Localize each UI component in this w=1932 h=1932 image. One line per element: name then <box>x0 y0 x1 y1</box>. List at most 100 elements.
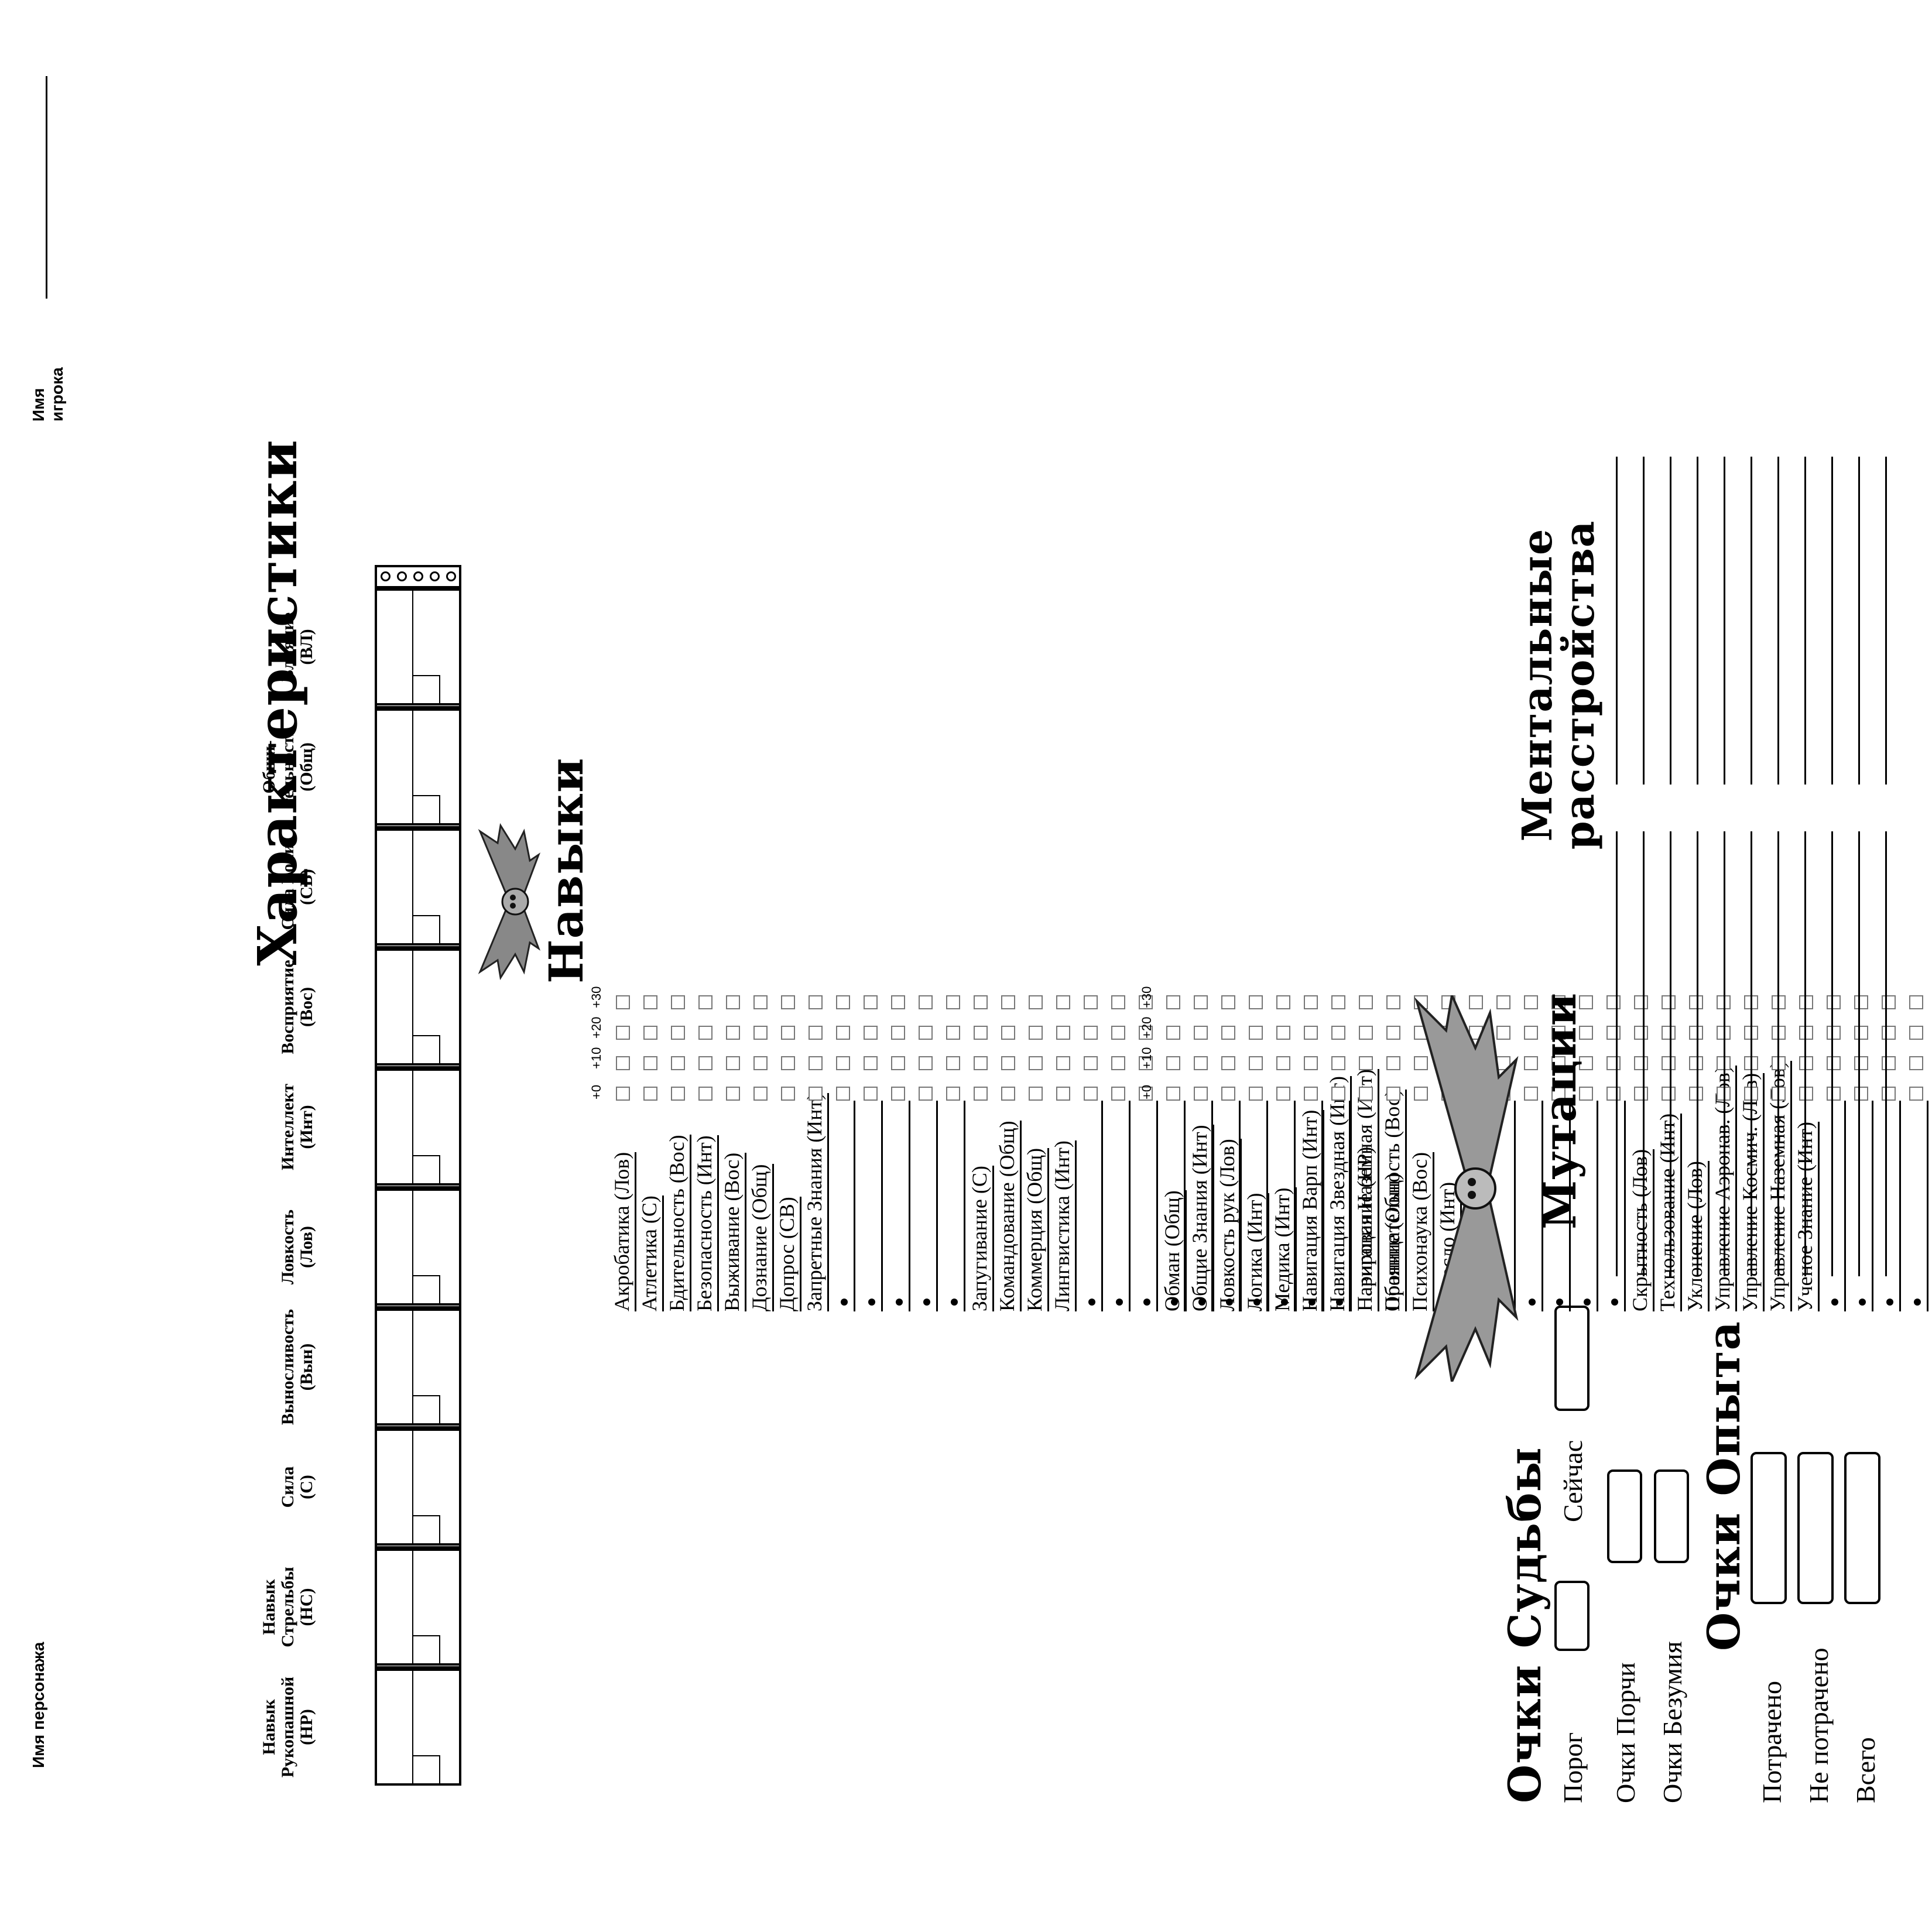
skill-advance-checkbox[interactable] <box>864 995 878 1009</box>
skill-advance-checkbox[interactable] <box>1386 1056 1400 1070</box>
skill-advance-checkbox[interactable] <box>864 1087 878 1101</box>
skill-advance-checkbox[interactable] <box>836 1087 850 1101</box>
skill-advance-checkbox[interactable] <box>1084 995 1098 1009</box>
skill-advance-checkbox[interactable] <box>1249 1087 1263 1101</box>
skill-advance-checkbox[interactable] <box>1221 1026 1235 1040</box>
skill-advance-checkbox[interactable] <box>1882 1056 1896 1070</box>
skill-advance-checkbox[interactable] <box>1799 1056 1813 1070</box>
mutation-line[interactable] <box>1831 831 1833 1276</box>
skill-advance-checkbox[interactable] <box>726 1026 740 1040</box>
characteristic-value-box[interactable] <box>375 1188 461 1306</box>
skill-advance-checkbox[interactable] <box>864 1026 878 1040</box>
skill-advance-checkbox[interactable] <box>616 1026 630 1040</box>
player-name-field[interactable] <box>46 76 47 299</box>
skill-advance-checkbox[interactable] <box>1001 995 1015 1009</box>
skill-advance-checkbox[interactable] <box>643 1026 657 1040</box>
skill-advance-checkbox[interactable] <box>919 1026 933 1040</box>
advance-circle[interactable] <box>380 571 390 582</box>
characteristic-bonus-cell[interactable] <box>412 1155 440 1183</box>
mutation-line[interactable] <box>1751 831 1752 1276</box>
custom-skill-line[interactable] <box>854 1101 855 1311</box>
custom-skill-line[interactable] <box>1899 1101 1901 1311</box>
skill-advance-checkbox[interactable] <box>671 1056 685 1070</box>
skill-advance-checkbox[interactable] <box>809 1087 823 1101</box>
skill-advance-checkbox[interactable] <box>643 1056 657 1070</box>
characteristic-bonus-cell[interactable] <box>412 1515 440 1543</box>
xp-unspent-box[interactable] <box>1797 1452 1834 1604</box>
skill-advance-checkbox[interactable] <box>919 1087 933 1101</box>
custom-skill-line[interactable] <box>1872 1101 1873 1311</box>
mutation-line[interactable] <box>1670 831 1671 1276</box>
mental-disorder-line[interactable] <box>1724 457 1725 785</box>
skill-advance-checkbox[interactable] <box>781 1087 795 1101</box>
skill-advance-checkbox[interactable] <box>1359 1056 1373 1070</box>
skill-advance-checkbox[interactable] <box>1827 1056 1841 1070</box>
skill-advance-checkbox[interactable] <box>919 1056 933 1070</box>
skill-advance-checkbox[interactable] <box>946 1026 960 1040</box>
characteristic-bonus-cell[interactable] <box>412 915 440 943</box>
skill-advance-checkbox[interactable] <box>1909 995 1923 1009</box>
skill-advance-checkbox[interactable] <box>1386 1026 1400 1040</box>
custom-skill-line[interactable] <box>1129 1101 1131 1311</box>
custom-skill-line[interactable] <box>1294 1101 1296 1311</box>
skill-advance-checkbox[interactable] <box>1606 1056 1621 1070</box>
skill-advance-checkbox[interactable] <box>1304 1026 1318 1040</box>
skill-advance-checkbox[interactable] <box>1689 1026 1703 1040</box>
skill-advance-checkbox[interactable] <box>1662 1087 1676 1101</box>
skill-advance-checkbox[interactable] <box>1084 1087 1098 1101</box>
skill-advance-checkbox[interactable] <box>1331 1087 1345 1101</box>
custom-skill-line[interactable] <box>1927 1101 1928 1311</box>
skill-advance-checkbox[interactable] <box>1056 995 1070 1009</box>
skill-advance-checkbox[interactable] <box>1882 1087 1896 1101</box>
skill-advance-checkbox[interactable] <box>1882 995 1896 1009</box>
skill-advance-checkbox[interactable] <box>1029 995 1043 1009</box>
skill-advance-checkbox[interactable] <box>1194 1026 1208 1040</box>
skill-advance-checkbox[interactable] <box>1249 1056 1263 1070</box>
skill-advance-checkbox[interactable] <box>1662 1026 1676 1040</box>
skill-advance-checkbox[interactable] <box>1662 1056 1676 1070</box>
skill-advance-checkbox[interactable] <box>1799 1026 1813 1040</box>
mental-disorder-line[interactable] <box>1697 457 1698 785</box>
characteristic-bonus-cell[interactable] <box>412 1635 440 1663</box>
skill-advance-checkbox[interactable] <box>1056 1087 1070 1101</box>
skill-advance-checkbox[interactable] <box>836 1056 850 1070</box>
skill-advance-checkbox[interactable] <box>616 995 630 1009</box>
skill-advance-checkbox[interactable] <box>671 1087 685 1101</box>
skill-advance-checkbox[interactable] <box>1249 995 1263 1009</box>
custom-skill-line[interactable] <box>881 1101 883 1311</box>
skill-advance-checkbox[interactable] <box>1221 1056 1235 1070</box>
characteristic-value-box[interactable] <box>375 588 461 705</box>
custom-skill-line[interactable] <box>964 1101 965 1311</box>
skill-advance-checkbox[interactable] <box>1854 995 1868 1009</box>
skill-advance-checkbox[interactable] <box>1331 1026 1345 1040</box>
mutation-line[interactable] <box>1643 831 1645 1276</box>
skill-advance-checkbox[interactable] <box>781 1026 795 1040</box>
skill-advance-checkbox[interactable] <box>1304 1087 1318 1101</box>
characteristic-value-box[interactable] <box>375 1068 461 1186</box>
skill-advance-checkbox[interactable] <box>1606 1087 1621 1101</box>
skill-advance-checkbox[interactable] <box>698 995 712 1009</box>
skill-advance-checkbox[interactable] <box>1331 1056 1345 1070</box>
skill-advance-checkbox[interactable] <box>671 1026 685 1040</box>
skill-advance-checkbox[interactable] <box>1909 1056 1923 1070</box>
skill-advance-checkbox[interactable] <box>974 1087 988 1101</box>
skill-advance-checkbox[interactable] <box>698 1087 712 1101</box>
skill-advance-checkbox[interactable] <box>1029 1056 1043 1070</box>
skill-advance-checkbox[interactable] <box>726 1087 740 1101</box>
skill-advance-checkbox[interactable] <box>1194 1056 1208 1070</box>
skill-advance-checkbox[interactable] <box>1689 995 1703 1009</box>
xp-total-box[interactable] <box>1844 1452 1880 1604</box>
custom-skill-line[interactable] <box>1266 1101 1268 1311</box>
skill-advance-checkbox[interactable] <box>809 1056 823 1070</box>
skill-advance-checkbox[interactable] <box>864 1056 878 1070</box>
skill-advance-checkbox[interactable] <box>1001 1087 1015 1101</box>
mental-disorder-line[interactable] <box>1616 457 1618 785</box>
skill-advance-checkbox[interactable] <box>891 995 905 1009</box>
skill-advance-checkbox[interactable] <box>671 995 685 1009</box>
characteristic-bonus-cell[interactable] <box>412 1035 440 1063</box>
skill-advance-checkbox[interactable] <box>891 1056 905 1070</box>
skill-advance-checkbox[interactable] <box>1827 995 1841 1009</box>
xp-spent-box[interactable] <box>1751 1452 1787 1604</box>
skill-advance-checkbox[interactable] <box>1111 1087 1125 1101</box>
skill-advance-checkbox[interactable] <box>1166 1026 1180 1040</box>
